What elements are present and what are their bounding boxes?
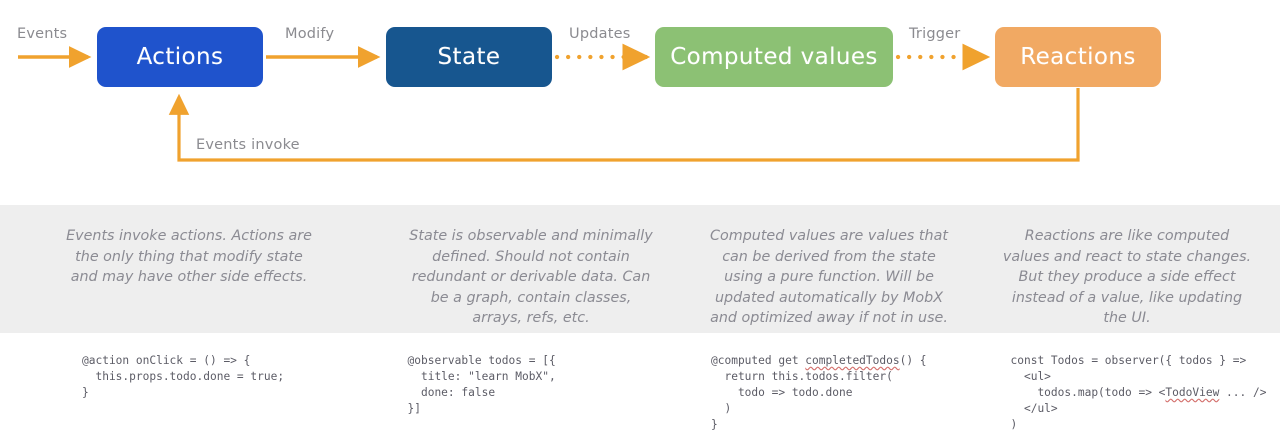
- node-actions[interactable]: Actions: [97, 27, 263, 87]
- architecture-diagram: Actions State Computed values Reactions …: [0, 0, 1280, 205]
- node-computed-values-label: Computed values: [670, 44, 878, 70]
- node-computed-values[interactable]: Computed values: [655, 27, 893, 87]
- code-observer-before: const Todos = observer({ todos } => <ul>…: [1010, 354, 1247, 400]
- diagram-connectors: [18, 43, 1080, 162]
- code-computed-identifier: completedTodos: [805, 354, 900, 367]
- code-sample-observer: const Todos = observer({ todos } => <ul>…: [981, 333, 1280, 439]
- description-reactions: Reactions are like computed values and r…: [1002, 228, 1252, 327]
- code-computed-after: () { return this.todos.filter( todo => t…: [711, 354, 927, 432]
- node-reactions[interactable]: Reactions: [995, 27, 1161, 87]
- edge-label-events-invoke: Events invoke: [196, 137, 300, 153]
- node-state[interactable]: State: [386, 27, 552, 87]
- code-observer-identifier: TodoView: [1165, 386, 1220, 400]
- code-sample-computed: @computed get completedTodos() { return …: [677, 333, 981, 439]
- edge-label-trigger: Trigger: [909, 26, 961, 42]
- edge-label-events: Events: [17, 26, 68, 42]
- description-computed: Computed values are values that can be d…: [710, 228, 948, 327]
- description-actions: Events invoke actions. Actions are the o…: [66, 228, 312, 286]
- code-sample-observable: @observable todos = [{ title: "learn Mob…: [407, 354, 556, 416]
- node-actions-label: Actions: [136, 44, 224, 70]
- code-computed-before: @computed get: [711, 354, 806, 367]
- edge-events-invoke-path: [168, 88, 1080, 162]
- code-band: @action onClick = () => { this.props.tod…: [0, 333, 1280, 439]
- edge-label-updates: Updates: [569, 26, 631, 42]
- code-sample-action: @action onClick = () => { this.props.tod…: [82, 354, 285, 400]
- code-observer-after: ... /> </ul> ): [1010, 386, 1267, 432]
- edge-label-modify: Modify: [285, 26, 335, 42]
- description-band: Events invoke actions. Actions are the o…: [0, 205, 1280, 333]
- node-reactions-label: Reactions: [1020, 44, 1136, 70]
- description-state: State is observable and minimally define…: [409, 228, 653, 327]
- node-state-label: State: [437, 44, 501, 70]
